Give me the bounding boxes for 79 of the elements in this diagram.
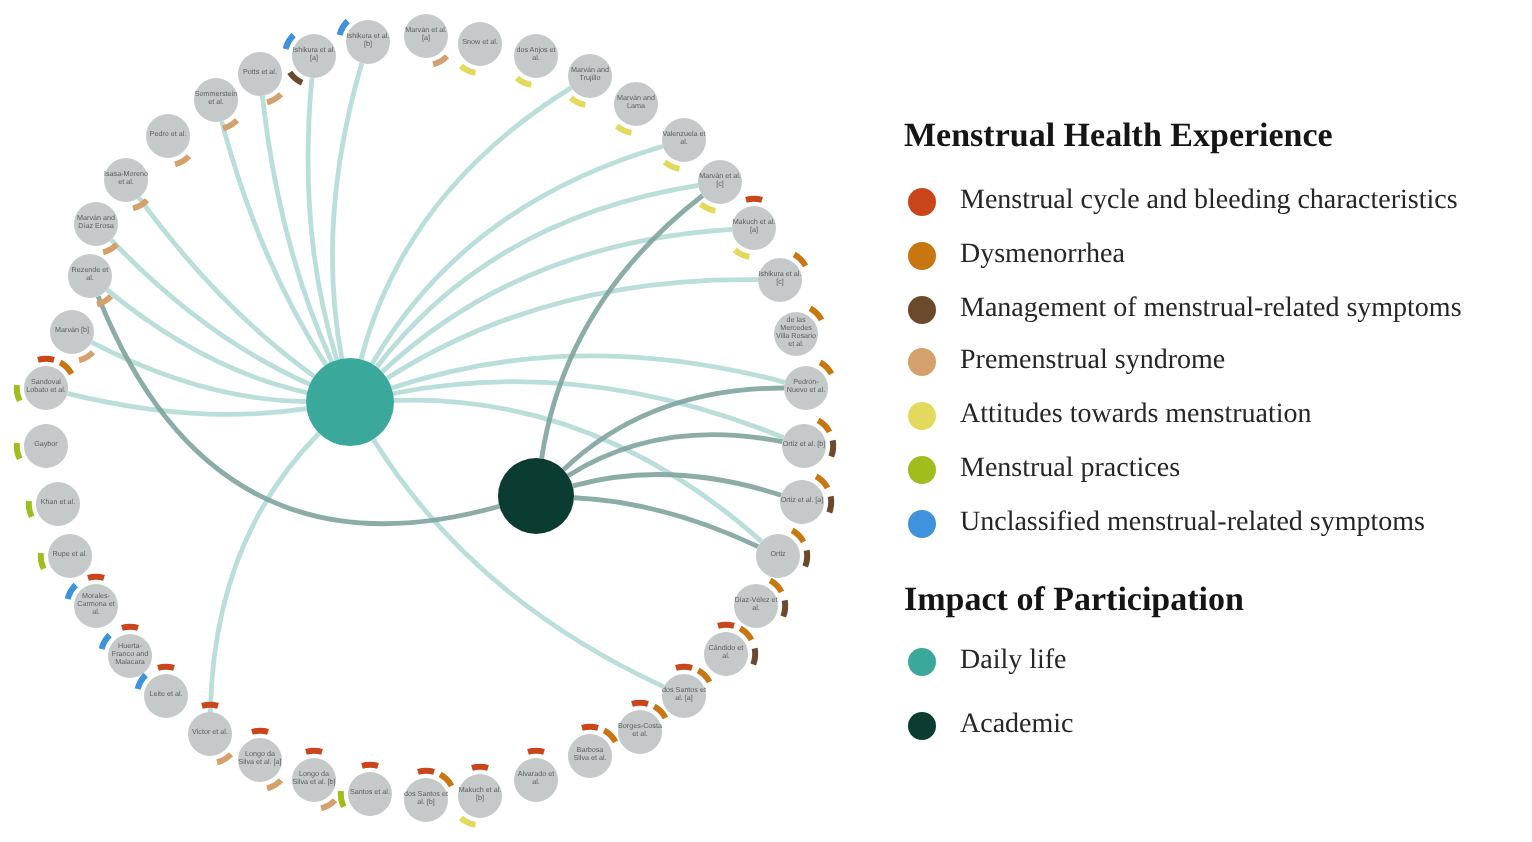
study-node xyxy=(194,78,238,122)
link-line xyxy=(573,495,760,549)
study-node xyxy=(756,534,800,578)
legend-heading: Menstrual Health Experience xyxy=(904,116,1333,156)
link-line xyxy=(95,295,500,526)
study-node xyxy=(784,366,828,410)
study-node xyxy=(734,584,778,628)
legend-label: Academic xyxy=(960,708,1074,744)
link-line xyxy=(393,397,764,544)
study-node xyxy=(238,738,282,782)
study-node xyxy=(74,202,118,246)
study-node xyxy=(782,424,826,468)
study-node xyxy=(758,258,802,302)
study-node xyxy=(24,366,68,410)
link-line xyxy=(566,432,783,478)
link-line xyxy=(105,288,308,395)
link-line xyxy=(260,95,334,363)
link-line xyxy=(208,431,321,713)
study-node xyxy=(568,54,612,98)
legend-heading: Impact of Participation xyxy=(904,580,1244,620)
legend-label: Dysmenorrhea xyxy=(960,238,1125,274)
study-node xyxy=(662,118,706,162)
link-line xyxy=(380,226,733,374)
study-node xyxy=(780,480,824,524)
link-line xyxy=(90,340,307,404)
link-line xyxy=(374,183,699,369)
study-node xyxy=(568,734,612,778)
link-line xyxy=(109,238,311,387)
link-line xyxy=(392,379,785,440)
legend-label: Daily life xyxy=(960,644,1067,680)
study-node xyxy=(292,34,336,78)
study-node xyxy=(618,710,662,754)
link-line xyxy=(539,193,705,459)
link-line xyxy=(561,385,785,472)
study-node xyxy=(704,632,748,676)
study-node xyxy=(292,758,336,802)
study-node xyxy=(458,22,502,66)
link-line xyxy=(572,472,782,498)
study-node xyxy=(74,584,118,628)
study-node xyxy=(104,158,148,202)
study-node xyxy=(238,52,282,96)
study-node xyxy=(144,674,188,718)
link-line xyxy=(305,77,340,361)
hub-circle xyxy=(498,458,574,534)
link-line xyxy=(330,62,365,360)
link-line xyxy=(66,390,307,417)
legend-label: Unclassified menstrual-related symptoms xyxy=(960,506,1425,542)
study-node xyxy=(108,634,152,678)
link-line xyxy=(137,196,316,379)
link-line xyxy=(385,277,758,381)
study-node xyxy=(188,712,232,756)
study-node xyxy=(68,254,112,298)
study-node xyxy=(458,774,502,818)
link-line xyxy=(358,85,573,361)
study-node xyxy=(514,758,558,802)
hub-circle xyxy=(306,358,394,446)
legend-label: Premenstrual syndrome xyxy=(960,344,1226,380)
legend-label: Management of menstrual-related symptoms xyxy=(960,292,1462,328)
study-node xyxy=(404,778,448,822)
study-node xyxy=(514,34,558,78)
link-line xyxy=(219,120,329,367)
study-node xyxy=(698,160,742,204)
link-line xyxy=(391,353,786,391)
study-node xyxy=(614,82,658,126)
link-line xyxy=(371,438,666,689)
study-node xyxy=(48,534,92,578)
study-node xyxy=(50,310,94,354)
study-node xyxy=(732,206,776,250)
study-node xyxy=(146,114,190,158)
legend-label: Menstrual cycle and bleeding characteristics xyxy=(960,184,1458,220)
legend-label: Attitudes towards menstruation xyxy=(960,398,1312,434)
study-node xyxy=(404,14,448,58)
legend-label: Menstrual practices xyxy=(960,452,1181,488)
study-node xyxy=(24,424,68,468)
study-node xyxy=(662,674,706,718)
study-node xyxy=(348,772,392,816)
study-node xyxy=(346,20,390,64)
link-line xyxy=(370,143,664,366)
study-node xyxy=(36,482,80,526)
